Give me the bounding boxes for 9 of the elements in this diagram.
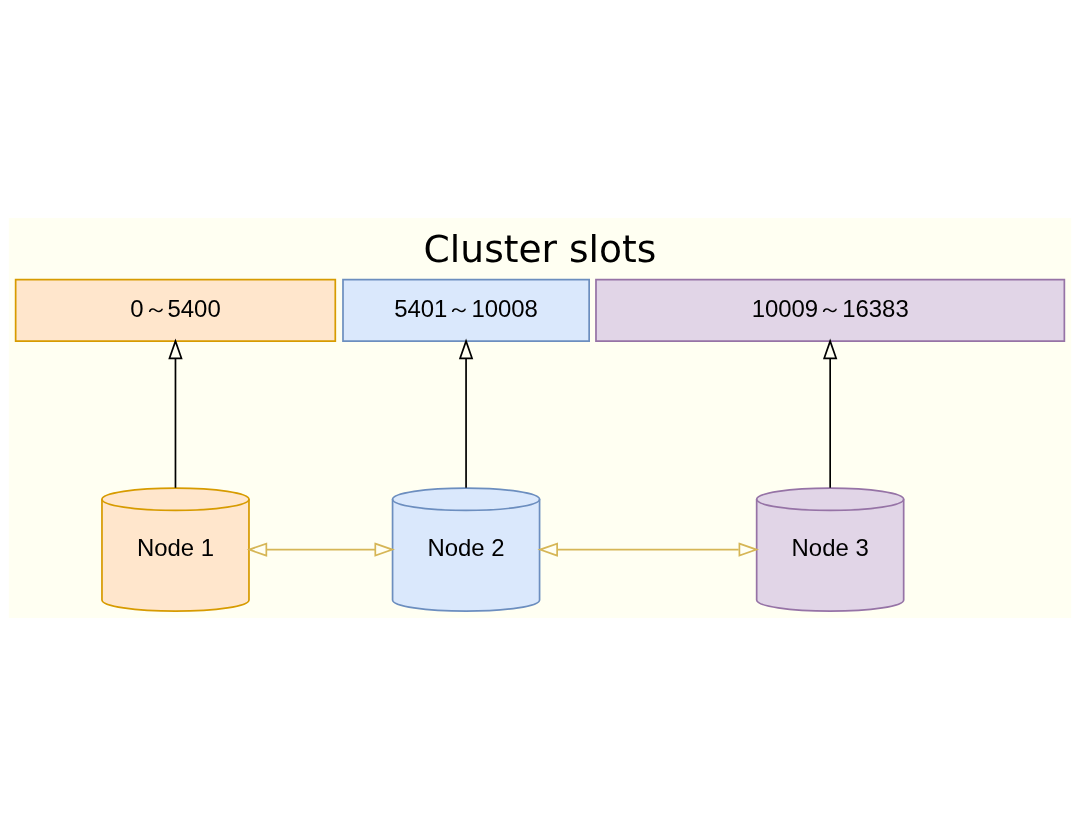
node-box: 5401～10008 [342,278,590,342]
arrow [537,542,760,557]
node-box: 0～5400 [14,278,337,342]
node-box: 10009～16383 [595,278,1066,342]
diagram-title: Cluster slots [423,226,657,271]
arrow [246,542,395,557]
arrow [823,338,838,489]
arrow [168,338,183,489]
arrow [458,338,474,489]
